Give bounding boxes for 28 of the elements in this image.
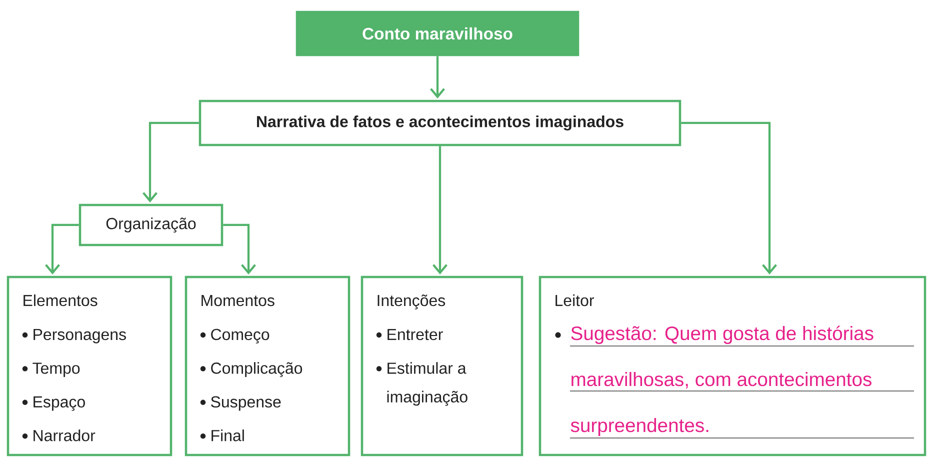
list-item: Começo — [200, 328, 270, 344]
arrow — [681, 122, 777, 275]
box-heading: Intenções — [378, 294, 446, 310]
content-box — [360, 276, 524, 456]
list-item: Entreter — [376, 329, 443, 340]
list-item: Estimular a imaginação — [376, 362, 468, 406]
arrow — [430, 56, 445, 99]
list-item: Suspense — [200, 396, 281, 411]
content-box — [6, 276, 172, 456]
content-box — [184, 276, 350, 456]
box-heading: Momentos — [202, 295, 274, 306]
category-box: Organização — [78, 204, 224, 246]
box-heading: Elementos — [24, 294, 98, 306]
list-item: Complicação — [200, 362, 302, 378]
arrow — [45, 224, 79, 275]
list-item: Sugestão: Quem gosta de histórias maravilhosas, com acontecimentos surpreendentes. — [555, 326, 874, 436]
box-heading: Leitor — [556, 294, 594, 306]
list-item: Personagens — [22, 329, 126, 344]
list-item: Tempo — [22, 362, 80, 378]
concept-box: Narrativa de fatos e acontecimentos imaginados — [198, 100, 682, 146]
arrow — [142, 122, 199, 203]
content-box — [538, 276, 926, 456]
list-item: Final — [200, 430, 244, 442]
arrow — [432, 146, 448, 275]
arrow — [223, 224, 256, 275]
topic-box: Conto maravilhoso — [296, 10, 580, 56]
list-item: Narrador — [22, 430, 96, 442]
list-item: Espaço — [22, 396, 85, 411]
